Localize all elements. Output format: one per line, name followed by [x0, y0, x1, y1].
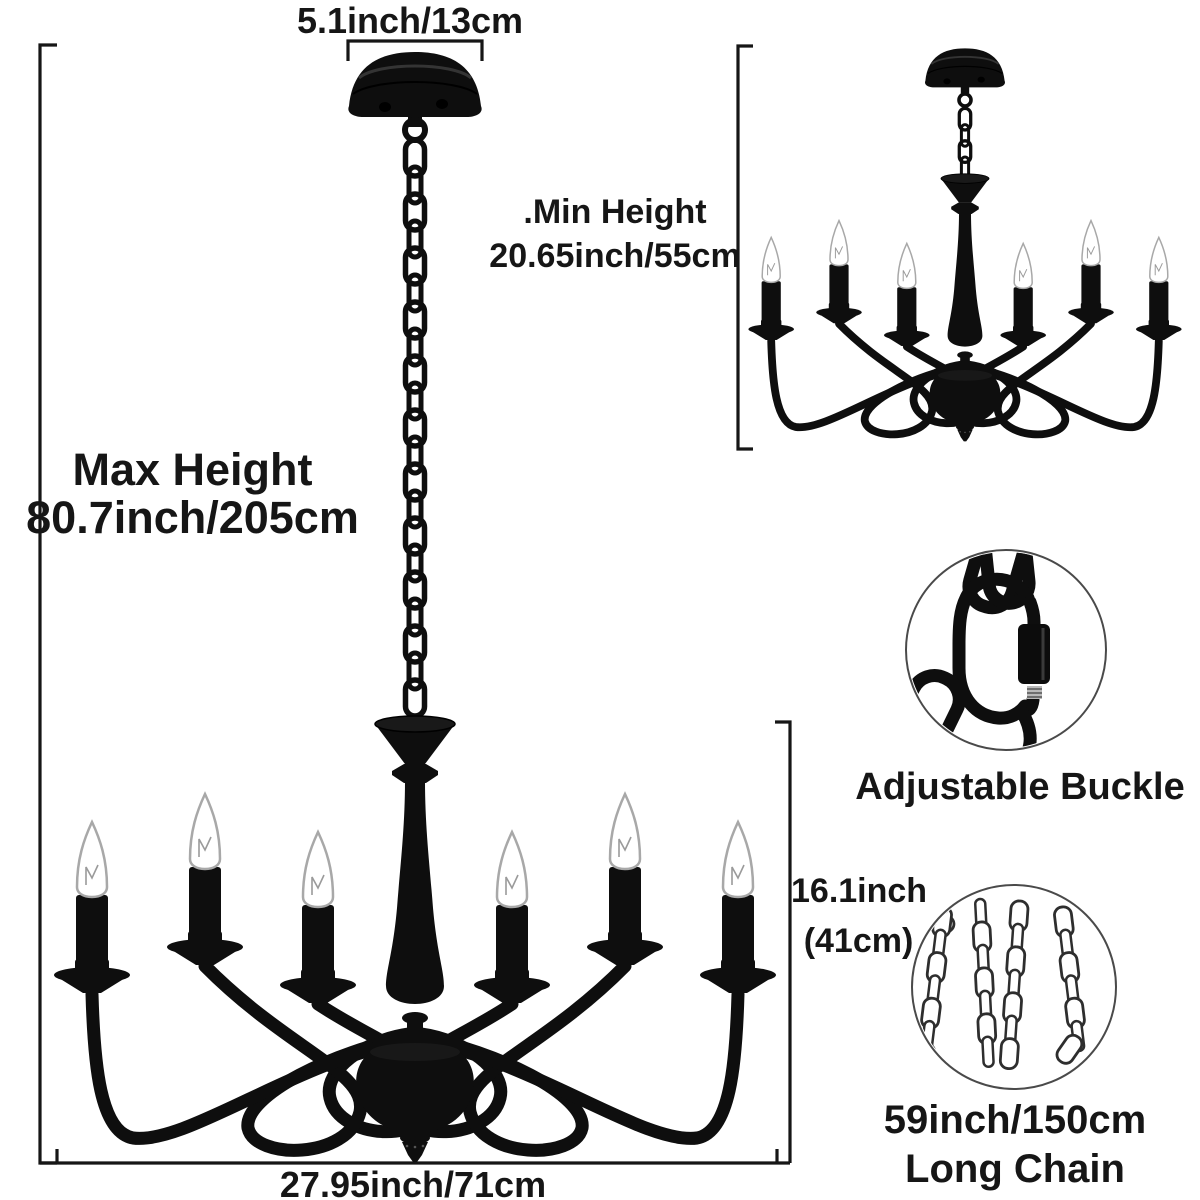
fixture-width-label: 27.95inch/71cm [279, 1164, 547, 1200]
adjustable-buckle-label: Adjustable Buckle [855, 766, 1185, 808]
canopy-width-label: 5.1inch/13cm [296, 0, 524, 41]
long-chain-label: 59inch/150cm Long Chain [845, 1096, 1185, 1194]
min-height-label: .Min Height 20.65inch/55cm [465, 190, 765, 278]
min-height-title: .Min Height [523, 193, 707, 231]
mini-canopy-loop [957, 92, 973, 108]
main-canopy [346, 50, 484, 129]
fixture-height-bracket [775, 720, 792, 1163]
mini-fixture [748, 174, 1181, 442]
min-height-value: 20.65inch/55cm [489, 237, 741, 275]
canopy-width-bracket [346, 39, 484, 61]
buckle-closeup [905, 549, 1107, 751]
mini-chandelier [748, 47, 1181, 442]
main-chain [406, 140, 425, 716]
fixture-height-label: 16.1inch (41cm) [791, 866, 928, 966]
dimension-lines [38, 39, 792, 1165]
fixture-height-inch: 16.1inch [791, 872, 928, 910]
chain-closeup [911, 884, 1117, 1090]
mini-canopy [924, 47, 1006, 95]
fixture-height-cm: (41cm) [803, 922, 914, 960]
canopy-loop [402, 117, 428, 143]
max-height-label: Max Height 80.7inch/205cm [15, 446, 370, 542]
max-height-bracket [38, 43, 57, 1165]
long-chain-value: 59inch/150cm [883, 1098, 1147, 1142]
max-height-title: Max Height [72, 444, 313, 495]
main-fixture [54, 716, 776, 1162]
max-height-value: 80.7inch/205cm [26, 492, 359, 543]
min-height-bracket [736, 44, 753, 451]
mini-chain [957, 106, 973, 181]
long-chain-title: Long Chain [905, 1147, 1125, 1191]
main-chandelier [54, 50, 776, 1162]
